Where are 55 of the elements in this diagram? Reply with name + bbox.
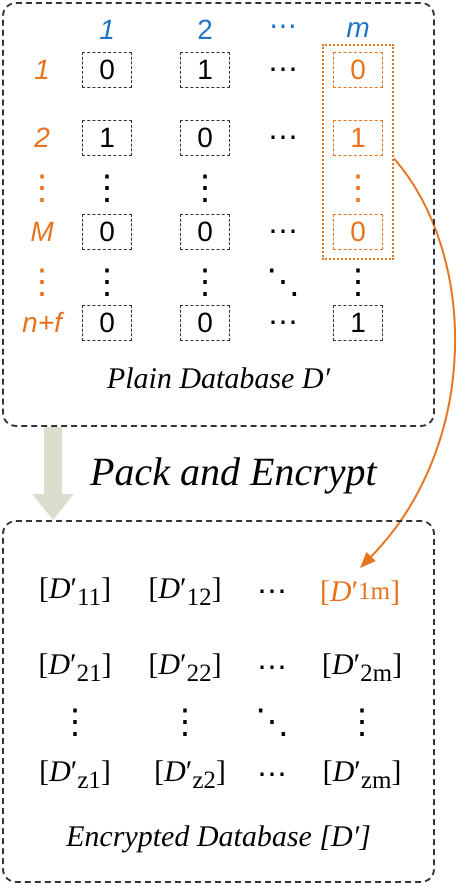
ellipsis: ⋯ — [268, 55, 298, 85]
vertical-ellipsis: ⋮ — [58, 705, 92, 739]
vertical-ellipsis: ⋮ — [188, 265, 222, 299]
value-cell: 0 — [333, 214, 383, 250]
matrix-entry: [D′$_{z2}$] — [154, 757, 226, 793]
vertical-ellipsis: ⋮ — [25, 265, 59, 299]
block-arrow — [32, 427, 74, 520]
value-cell: 0 — [180, 120, 230, 156]
row-index: 2 — [34, 124, 50, 152]
value-cell: 0 — [82, 305, 132, 341]
ellipsis: ⋯ — [257, 653, 287, 683]
panel-caption: Encrypted Database [D′] — [66, 820, 371, 853]
dashed-panel — [2, 520, 435, 883]
value-cell: 0 — [180, 214, 230, 250]
value-cell: 1 — [82, 120, 132, 156]
value-cell: 0 — [333, 52, 383, 88]
ellipsis: ⋯ — [257, 577, 287, 607]
curved-arrow — [360, 158, 456, 569]
matrix-entry: [D′$_{11}$] — [38, 574, 112, 610]
vertical-ellipsis: ⋮ — [168, 705, 202, 739]
ellipsis: ⋯ — [257, 760, 287, 790]
diagonal-ellipsis: ⋱ — [255, 705, 289, 739]
row-index: M — [30, 218, 54, 246]
vertical-ellipsis: ⋮ — [188, 171, 222, 205]
column-highlight-box — [322, 44, 394, 260]
value-cell: 0 — [180, 305, 230, 341]
vertical-ellipsis: ⋮ — [90, 265, 124, 299]
vertical-ellipsis: ⋮ — [345, 705, 379, 739]
column-index: 1 — [99, 16, 115, 44]
matrix-entry: [D′$_{2m}$] — [322, 650, 402, 686]
row-index: 1 — [34, 56, 50, 84]
value-cell: 1 — [333, 120, 383, 156]
ellipsis: ⋯ — [268, 308, 298, 338]
matrix-entry: [D′$_{zm}$] — [322, 757, 402, 793]
dashed-panel — [2, 2, 435, 427]
ellipsis: ⋯ — [268, 123, 298, 153]
value-cell: 1 — [333, 305, 383, 341]
ellipsis: ⋯ — [268, 217, 298, 247]
value-cell: 0 — [82, 214, 132, 250]
value-cell: 0 — [82, 52, 132, 88]
diagonal-ellipsis: ⋱ — [266, 265, 300, 299]
vertical-ellipsis: ⋮ — [25, 171, 59, 205]
matrix-entry: [D′$_{12}$] — [148, 574, 222, 610]
row-index: n+f — [22, 309, 62, 337]
matrix-entry: [D′$_{22}$] — [148, 650, 222, 686]
vertical-ellipsis: ⋮ — [90, 171, 124, 205]
column-index: ⋯ — [269, 12, 297, 40]
column-index: 2 — [197, 16, 213, 44]
column-index: m — [346, 14, 370, 42]
panel-caption: Plain Database D′ — [106, 362, 330, 395]
value-cell: 1 — [180, 52, 230, 88]
vertical-ellipsis: ⋮ — [341, 171, 375, 205]
matrix-entry: [D′$_{z1}$] — [39, 757, 111, 793]
vertical-ellipsis: ⋮ — [341, 265, 375, 299]
matrix-entry: [D′$_{21}$] — [38, 650, 112, 686]
